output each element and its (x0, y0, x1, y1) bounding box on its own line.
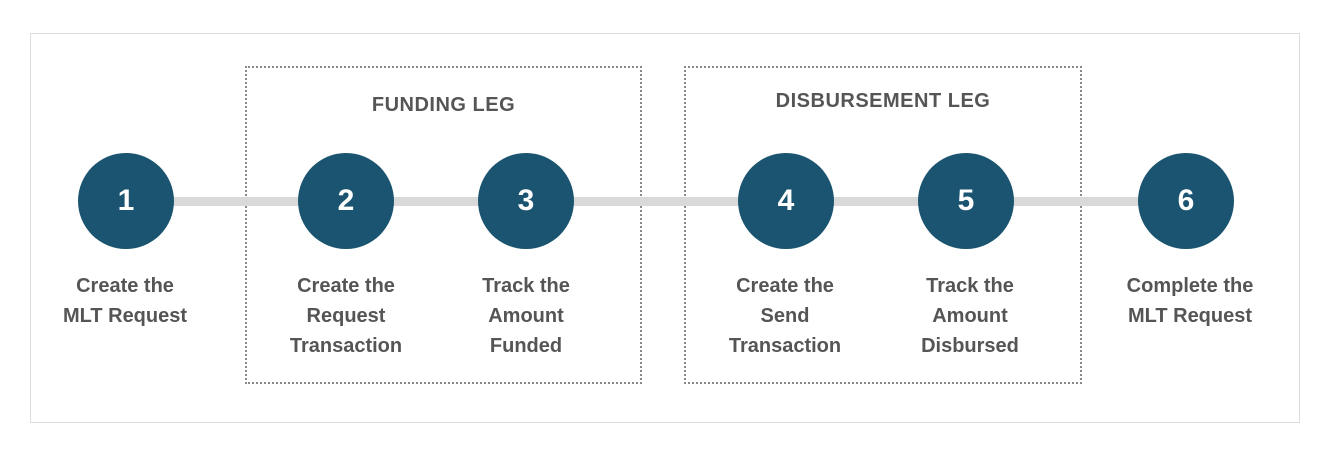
process-diagram-frame (30, 33, 1300, 423)
connector-4-5 (830, 197, 922, 206)
step-1-circle: 1 (78, 153, 174, 249)
step-5-circle: 5 (918, 153, 1014, 249)
step-6-label-line-1: Complete the (1126, 275, 1254, 297)
step-6-label-line-2: MLT Request (1127, 305, 1253, 327)
step-4-label: Create the Send Transaction (695, 271, 875, 361)
step-4-label-line-2: Send (760, 305, 810, 327)
connector-1-2 (170, 197, 302, 206)
funding-leg-title: FUNDING LEG (371, 94, 516, 116)
step-3-label-line-1: Track the (482, 275, 570, 297)
step-2-label-line-1: Create the (297, 275, 395, 297)
step-3-label: Track the Amount Funded (436, 271, 616, 361)
step-3-label-line-2: Amount (488, 305, 564, 327)
connector-3-4 (570, 197, 742, 206)
step-4-circle: 4 (738, 153, 834, 249)
connector-2-3 (390, 197, 482, 206)
funding-leg-box: FUNDING LEG (245, 66, 642, 384)
step-6-label: Complete the MLT Request (1100, 271, 1280, 331)
step-5-label-line-1: Track the (926, 275, 1014, 297)
step-2-label-line-3: Transaction (289, 335, 403, 357)
step-1-label: Create the MLT Request (35, 271, 215, 331)
step-1-label-line-2: MLT Request (62, 305, 188, 327)
step-6-circle: 6 (1138, 153, 1234, 249)
disbursement-leg-title: DISBURSEMENT LEG (775, 90, 991, 112)
step-5-label-line-2: Amount (932, 305, 1008, 327)
step-5-label: Track the Amount Disbursed (880, 271, 1060, 361)
step-2-circle: 2 (298, 153, 394, 249)
step-2-label-line-2: Request (306, 305, 386, 327)
connector-5-6 (1010, 197, 1142, 206)
step-4-label-line-3: Transaction (728, 335, 842, 357)
disbursement-leg-box: DISBURSEMENT LEG (684, 66, 1082, 384)
step-5-label-line-3: Disbursed (921, 335, 1019, 357)
step-3-label-line-3: Funded (489, 335, 563, 357)
step-3-circle: 3 (478, 153, 574, 249)
step-4-label-line-1: Create the (736, 275, 834, 297)
step-1-label-line-1: Create the (76, 275, 174, 297)
step-2-label: Create the Request Transaction (256, 271, 436, 361)
